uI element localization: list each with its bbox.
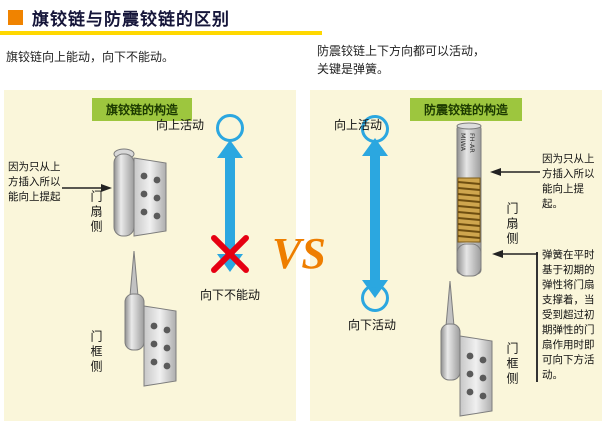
title-underline (0, 31, 322, 35)
vertical-double-arrow (362, 138, 388, 298)
allowed-direction-circle-top (216, 114, 244, 142)
door-frame-side-label: 门框侧 (89, 330, 103, 375)
door-leaf-side-label: 门扇侧 (505, 202, 519, 247)
door-leaf-side-label: 门扇侧 (89, 190, 103, 235)
flag-hinge-leaf-illustration (113, 148, 167, 237)
flag-hinge-panel: 旗铰链的构造 向上活动 向下不能动 (4, 90, 296, 421)
hinge-brand-text-line2: FH-AR (468, 133, 476, 153)
intro-right-line2: 关键是弹簧。 (317, 62, 390, 76)
anti-vibration-hinge-badge: 防震铰链的构造 (410, 98, 523, 121)
door-frame-side-label: 门框侧 (505, 342, 519, 387)
page-title: 旗铰链与防震铰链的区别 (32, 10, 230, 30)
down-movement-label: 向下活动 (348, 318, 397, 332)
vs-label: VS (272, 229, 326, 278)
spring-annotation-arrow-left (492, 250, 538, 258)
annotation-bracket-line (536, 252, 538, 382)
spring-hinge-body-illustration: MIWA FH-AR (456, 122, 482, 277)
intro-right-text: 防震铰链上下方向都可以活动， 关键是弹簧。 (317, 42, 485, 78)
up-movement-label: 向上活动 (334, 118, 383, 132)
annotation-arrow-right (62, 184, 112, 192)
down-movement-label: 向下不能动 (200, 288, 261, 302)
spring-behavior-annotation: 弹簧在平时基于初期的弹性将门扇支撑着，当受到超过初期弹性的门扇作用时即可向下方活… (542, 249, 595, 381)
lift-up-annotation: 因为只从上方插入所以能向上提起 (8, 161, 61, 203)
hinge-brand-text-line1: MIWA (459, 133, 467, 152)
anti-vibration-hinge-panel: 防震铰链的构造 向上活动 向下活动 MIWA FH-AR (310, 90, 602, 421)
up-movement-label: 向上活动 (156, 118, 205, 132)
allowed-direction-circle-bottom (361, 284, 389, 312)
spring-hinge-pin-illustration (440, 280, 493, 417)
flag-hinge-badge: 旗铰链的构造 (92, 98, 193, 121)
intro-right-line1: 防震铰链上下方向都可以活动， (317, 44, 486, 58)
vertical-double-arrow (217, 140, 243, 272)
intro-left-text: 旗铰链向上能动，向下不能动。 (6, 50, 175, 64)
lift-up-annotation: 因为只从上方插入所以能向上提起。 (542, 153, 595, 210)
forbidden-x-icon (211, 235, 249, 273)
annotation-arrow-left (490, 168, 540, 176)
allowed-direction-circle-top (361, 115, 389, 143)
flag-hinge-pin-illustration (124, 250, 177, 387)
title-bullet-icon (8, 10, 23, 25)
